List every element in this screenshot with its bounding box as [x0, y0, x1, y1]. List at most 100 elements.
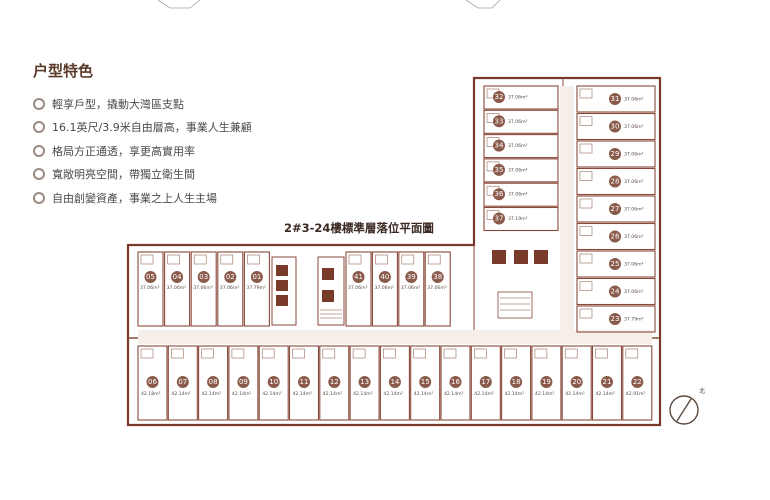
compass-icon	[669, 395, 699, 425]
unit-area: 37.19m²	[508, 216, 528, 222]
unit-number: 13	[360, 378, 369, 386]
unit-area: 42.91m²	[626, 391, 646, 397]
unit-number: 25	[611, 260, 620, 268]
unit-number: 35	[495, 166, 504, 174]
unit-cell[interactable]: 22 42.91m²	[622, 345, 653, 421]
unit-area: 37.06m²	[193, 285, 213, 291]
unit-number: 11	[300, 378, 309, 386]
unit-number: 37	[495, 215, 504, 223]
unit-number: 41	[354, 273, 363, 281]
unit-number-badge	[493, 188, 505, 201]
unit-number-badge	[609, 258, 621, 270]
unit-area: 42.14m²	[171, 391, 191, 397]
unit-cell[interactable]: 30 37.06m²	[576, 112, 656, 141]
unit-number-badge	[479, 376, 492, 388]
unit-number: 20	[572, 378, 581, 386]
unit-number: 38	[433, 273, 442, 281]
unit-number-badge	[609, 230, 621, 243]
corridor	[560, 86, 574, 336]
unit-number-badge	[431, 271, 444, 283]
unit-area: 37.06m²	[624, 289, 644, 295]
unit-number: 03	[199, 273, 208, 281]
unit-number: 22	[633, 378, 642, 386]
floor-plan-title: 2#3-24樓標準層落位平面圖	[284, 221, 434, 235]
unit-number-badge	[146, 376, 159, 388]
unit-area: 37.06m²	[348, 285, 368, 291]
feature-item: 格局方正通透，享更高實用率	[33, 139, 252, 163]
unit-number: 28	[611, 178, 620, 186]
unit-number-badge	[493, 91, 505, 103]
unit-number: 06	[148, 378, 157, 386]
core-stairs	[271, 250, 548, 326]
unit-number: 09	[239, 378, 248, 386]
unit-number: 40	[380, 273, 389, 281]
unit-cell[interactable]: 41 37.06m²	[345, 251, 372, 327]
circle-bullet-icon	[33, 144, 45, 157]
unit-area: 37.79m²	[624, 317, 644, 323]
unit-number: 30	[611, 123, 620, 131]
unit-area: 42.14m²	[232, 391, 252, 397]
unit-cell[interactable]: 28 37.06m²	[576, 167, 656, 196]
unit-number-badge	[609, 120, 621, 133]
unit-number-badge	[378, 271, 391, 283]
unit-number: 15	[421, 378, 430, 386]
unit-number-badge	[176, 376, 189, 388]
unit-number-badge	[298, 376, 310, 388]
unit-number: 17	[481, 378, 490, 386]
unit-number-badge	[609, 285, 621, 298]
feature-text: 寬敞明亮空間，帶獨立衛生間	[52, 168, 195, 182]
unit-cell[interactable]: 09 42.14m²	[228, 345, 259, 421]
unit-area: 37.06m²	[167, 285, 187, 291]
feature-item: 16.1英尺/3.9米自由層高，事業人生兼顧	[33, 116, 252, 140]
unit-area: 37.06m²	[401, 285, 421, 291]
unit-number-badge	[405, 271, 418, 283]
unit-cell[interactable]: 23 37.79m²	[576, 305, 656, 333]
unit-area: 37.06m²	[624, 124, 644, 130]
feature-item: 自由創變資產，事業之上人生主場	[33, 186, 252, 210]
unit-number: 08	[209, 378, 218, 386]
unit-area: 42.14m²	[535, 391, 555, 397]
unit-area: 37.06m²	[624, 179, 644, 185]
feature-item: 寬敞明亮空間，帶獨立衛生間	[33, 163, 252, 187]
unit-number: 23	[611, 315, 620, 323]
unit-number: 21	[603, 378, 612, 386]
unit-cell[interactable]: 03 37.06m²	[190, 251, 217, 327]
unit-number-badge	[358, 376, 371, 388]
unit-cell[interactable]: 37 37.19m²	[483, 206, 559, 232]
unit-number-badge	[419, 376, 432, 388]
